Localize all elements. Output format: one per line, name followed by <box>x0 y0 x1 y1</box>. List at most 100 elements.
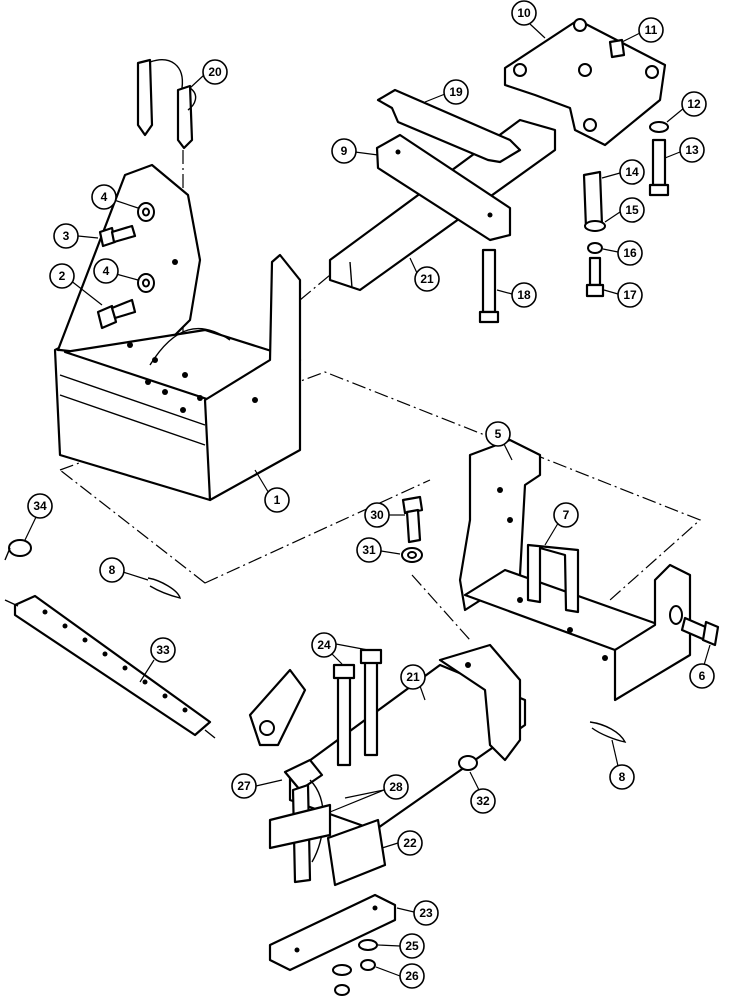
washer-part-31 <box>401 547 423 563</box>
svg-text:4: 4 <box>101 190 108 204</box>
svg-text:20: 20 <box>208 65 222 79</box>
svg-text:27: 27 <box>237 779 251 793</box>
bolt-part-18 <box>478 248 500 324</box>
svg-text:8: 8 <box>109 563 116 577</box>
bracket-part-5 <box>458 438 692 702</box>
svg-text:33: 33 <box>156 643 170 657</box>
callout-19: 19 <box>424 79 469 105</box>
callout-25: 25 <box>377 933 425 959</box>
callout-17: 17 <box>603 282 643 308</box>
callout-18: 18 <box>496 282 537 308</box>
callout-10: 10 <box>511 0 546 39</box>
svg-text:28: 28 <box>389 780 403 794</box>
svg-text:12: 12 <box>687 97 701 111</box>
svg-text:17: 17 <box>623 288 637 302</box>
block-part-22 <box>268 803 387 887</box>
ring-part-34 <box>4 539 32 561</box>
callout-20: 20 <box>189 59 228 89</box>
stud-part-11 <box>608 38 626 59</box>
callout-7: 7 <box>544 502 579 546</box>
plate-part-9 <box>375 133 512 242</box>
callout-4-lower: 4 <box>93 258 139 284</box>
svg-text:21: 21 <box>406 670 420 684</box>
nuts-part-25-26 <box>332 939 378 996</box>
callout-8-right: 8 <box>609 739 635 790</box>
callout-16: 16 <box>602 240 643 266</box>
svg-text:25: 25 <box>405 939 419 953</box>
spacer-part-14 <box>582 170 604 230</box>
alignment-line-31 <box>411 574 471 641</box>
svg-text:4: 4 <box>103 264 110 278</box>
clip-part-8-right <box>589 721 627 743</box>
drawbar-part-33 <box>4 594 216 739</box>
callout-11: 11 <box>621 17 664 43</box>
svg-text:21: 21 <box>420 272 434 286</box>
callout-31: 31 <box>356 537 401 563</box>
svg-text:5: 5 <box>495 427 502 441</box>
callout-21-lower: 21 <box>400 664 426 701</box>
svg-text:32: 32 <box>476 794 490 808</box>
svg-text:6: 6 <box>699 669 706 683</box>
svg-text:2: 2 <box>59 269 66 283</box>
svg-text:19: 19 <box>449 85 463 99</box>
callout-12: 12 <box>666 91 707 123</box>
bolt-part-3 <box>98 224 137 248</box>
svg-text:14: 14 <box>625 165 639 179</box>
svg-text:30: 30 <box>370 508 384 522</box>
svg-text:26: 26 <box>405 969 419 983</box>
clip-part-8-left <box>147 577 181 599</box>
callout-22: 22 <box>381 830 423 856</box>
callout-6: 6 <box>689 644 715 689</box>
svg-text:16: 16 <box>623 246 637 260</box>
svg-text:8: 8 <box>619 770 626 784</box>
callout-32: 32 <box>469 771 496 814</box>
callout-2: 2 <box>49 263 103 306</box>
callout-28: 28 <box>329 774 409 813</box>
washers-part-4 <box>137 202 155 293</box>
svg-text:7: 7 <box>563 508 570 522</box>
svg-text:24: 24 <box>317 638 331 652</box>
callout-4-upper: 4 <box>91 184 139 210</box>
callout-15: 15 <box>604 197 645 223</box>
bolt-part-13 <box>648 138 670 197</box>
u-bolt-part-7 <box>526 543 580 614</box>
callout-14: 14 <box>601 159 645 185</box>
bolt-part-2 <box>96 298 137 330</box>
lynch-pins-part-20 <box>136 58 197 150</box>
callout-3: 3 <box>53 223 99 249</box>
bolt-part-17 <box>585 256 605 298</box>
bolt-part-30 <box>401 495 424 544</box>
bolt-part-6 <box>680 616 720 647</box>
bracket-part-1 <box>53 163 302 502</box>
svg-text:31: 31 <box>362 543 376 557</box>
drawbar-part-21-lower <box>288 643 527 832</box>
svg-text:1: 1 <box>274 493 281 507</box>
plate-part-23 <box>268 893 397 972</box>
callout-9: 9 <box>331 138 379 164</box>
callout-34: 34 <box>24 493 53 541</box>
link-part-clevis <box>248 668 307 747</box>
callout-27: 27 <box>231 773 283 799</box>
callout-21-upper: 21 <box>409 257 440 292</box>
lockwasher-part-16 <box>587 242 603 254</box>
callout-1: 1 <box>254 469 290 513</box>
alignment-line-21 <box>299 274 331 301</box>
washer-part-15 <box>584 220 606 232</box>
callout-30: 30 <box>364 502 405 528</box>
svg-text:22: 22 <box>403 836 417 850</box>
plate-part-19 <box>376 88 522 164</box>
bolts-part-24 <box>332 648 383 767</box>
washer-part-12 <box>649 121 669 133</box>
callout-26: 26 <box>375 963 425 989</box>
svg-text:13: 13 <box>685 143 699 157</box>
callout-23: 23 <box>396 900 439 926</box>
callout-5: 5 <box>485 421 513 461</box>
callout-24: 24 <box>311 632 369 665</box>
callout-13: 13 <box>664 137 705 163</box>
svg-text:3: 3 <box>63 229 70 243</box>
svg-text:23: 23 <box>419 906 433 920</box>
callout-8-left: 8 <box>99 557 149 583</box>
svg-text:18: 18 <box>517 288 531 302</box>
callout-33: 33 <box>139 637 176 683</box>
